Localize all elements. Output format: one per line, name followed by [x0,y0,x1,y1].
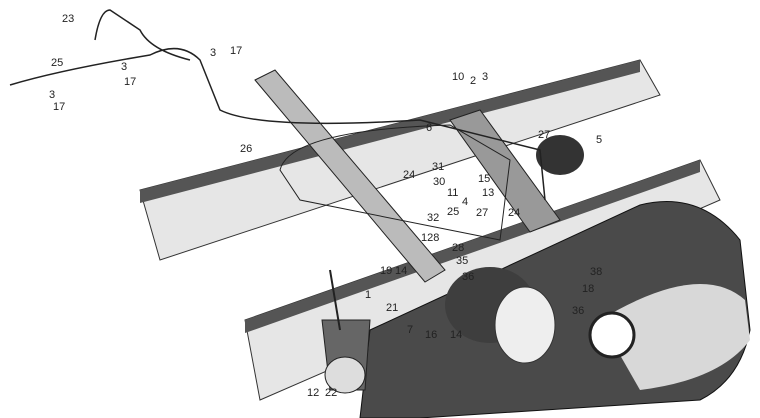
callout-27: 27 [538,129,551,141]
pipe-loop [279,124,511,241]
callout-5: 5 [596,134,603,146]
pipe-line [9,47,546,201]
callout-2: 2 [470,75,477,87]
callout-128: 128 [421,232,440,244]
callout-12: 12 [307,387,320,399]
callout-35: 35 [456,255,469,267]
callout-25: 25 [51,57,64,69]
fuel-gauge [588,311,636,359]
callout-38: 38 [590,266,603,278]
callout-28: 28 [452,242,465,254]
pipe-line-2 [94,9,191,61]
air-receiver-end [494,286,556,364]
callout-36: 36 [572,305,585,317]
brace [329,269,341,331]
callout-24: 24 [403,169,416,181]
callout-26: 26 [240,143,253,155]
callout-14: 14 [450,329,463,341]
callout-6: 6 [426,122,433,134]
fuel-tank-highlight [600,284,750,390]
callout-16: 16 [425,329,438,341]
frame-rail-left-flange [140,60,640,203]
callout-3: 3 [49,89,56,101]
callout-7: 7 [407,324,414,336]
callout-32: 32 [427,212,440,224]
callout-23: 23 [62,13,75,25]
callout-4: 4 [462,196,469,208]
callout-17: 17 [230,45,243,57]
callout-17: 17 [124,76,137,88]
callout-31: 31 [432,161,445,173]
callout-13: 13 [482,187,495,199]
callout-17: 17 [53,101,66,113]
callout-21: 21 [386,302,399,314]
callout-36: 36 [462,271,475,283]
callout-24: 24 [508,207,521,219]
callout-11: 11 [447,187,459,199]
frame-rail-right-flange [245,160,700,333]
callout-22: 22 [325,387,338,399]
callout-10: 10 [452,71,465,83]
filter-bowl [324,356,366,394]
callout-1: 1 [365,289,372,301]
callout-3: 3 [121,61,128,73]
tank-5 [536,135,584,175]
callout-3: 3 [482,71,489,83]
callout-27: 27 [476,207,489,219]
callout-19: 19 [380,265,393,277]
callout-14: 14 [395,265,408,277]
callout-15: 15 [478,173,491,185]
callout-30: 30 [433,176,446,188]
callout-25: 25 [447,206,460,218]
callout-3: 3 [210,47,217,59]
callout-18: 18 [582,283,595,295]
